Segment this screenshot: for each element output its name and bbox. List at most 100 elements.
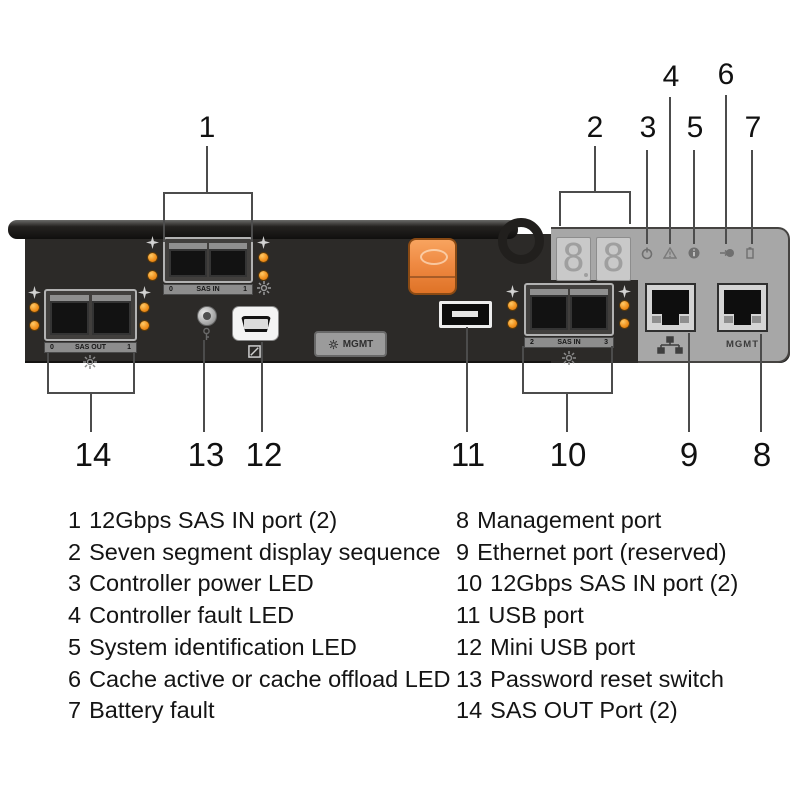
callout-14-line <box>90 392 92 432</box>
sas-led <box>620 301 629 310</box>
callout-2-bracket <box>629 191 631 224</box>
sas-led <box>620 319 629 328</box>
ethernet-port-opening <box>652 290 689 314</box>
sas-in-mid-label-strip: 2 SAS IN 3 <box>524 337 614 348</box>
management-port-opening <box>724 290 761 314</box>
callout-2-bracket <box>559 191 631 193</box>
callout-1-bracket <box>163 192 253 194</box>
legend-number: 12 <box>456 633 483 660</box>
reset-button-center <box>203 312 211 320</box>
legend-label: Controller fault LED <box>89 602 295 629</box>
identification-led-icon <box>688 247 700 259</box>
sas-beacon-icon <box>562 351 576 365</box>
gear-icon <box>328 339 338 349</box>
sas-port-number: 1 <box>127 344 131 351</box>
sas-port-group-label: SAS OUT <box>74 344 107 351</box>
legend-item: 8 Management port <box>456 505 738 537</box>
ethernet-port <box>645 283 696 332</box>
sas-port-group-label: SAS IN <box>557 339 581 346</box>
callout-number-9: 9 <box>679 436 699 473</box>
legend-number: 6 <box>68 665 82 692</box>
legend-label: SAS OUT Port (2) <box>490 697 678 724</box>
sas-in-mid-ports <box>524 283 614 336</box>
power-led-icon <box>641 247 653 260</box>
callout-number-4: 4 <box>662 60 680 93</box>
sas-out-port-0 <box>50 295 89 335</box>
callout-14-bracket <box>133 352 135 392</box>
sas-out-ports <box>44 289 137 341</box>
sparkle-icon <box>257 236 270 249</box>
mgmt-badge: MGMT <box>314 331 387 357</box>
legend-label: 12Gbps SAS IN port (2) <box>490 570 739 597</box>
sas-led <box>508 319 517 328</box>
digit-value: 8 <box>602 236 625 280</box>
sas-out-label-strip: 0 SAS OUT 1 <box>44 342 137 353</box>
sas-port-number: 3 <box>604 339 608 346</box>
sparkle-icon <box>28 286 41 299</box>
callout-2-bracket <box>559 191 561 226</box>
legend-number: 8 <box>456 507 470 533</box>
callout-3-line <box>646 150 648 244</box>
legend-item: 11 USB port <box>456 600 738 632</box>
release-latch <box>408 238 457 295</box>
legend-label: USB port <box>488 602 584 629</box>
management-port-led <box>752 316 761 323</box>
digit-value: 8 <box>562 236 585 280</box>
legend-label: Mini USB port <box>490 633 636 660</box>
callout-5-line <box>693 150 695 244</box>
callout-number-11: 11 <box>450 436 486 473</box>
callout-number-1: 1 <box>198 111 216 144</box>
sas-port-number: 0 <box>169 286 173 293</box>
legend-number: 13 <box>456 665 483 692</box>
callout-10-bracket <box>611 346 613 392</box>
callout-number-5: 5 <box>686 111 704 144</box>
management-port <box>717 283 768 332</box>
callout-10-line <box>566 392 568 432</box>
callout-13-line <box>203 340 205 432</box>
sas-led <box>30 303 39 312</box>
callout-number-14: 14 <box>74 436 112 473</box>
ethernet-port-led <box>652 316 661 323</box>
mini-usb-opening <box>241 316 271 332</box>
legend-item: 14 SAS OUT Port (2) <box>456 695 738 727</box>
decimal-point <box>584 273 588 277</box>
sas-port-number: 0 <box>50 344 54 351</box>
sas-led <box>259 253 268 262</box>
legend-number: 14 <box>456 697 483 724</box>
legend-item: 12 Mini USB port <box>456 632 738 664</box>
sparkle-icon <box>146 236 159 249</box>
callout-12-line <box>261 342 263 432</box>
sas-out-port-1 <box>92 295 131 335</box>
callout-10-bracket <box>522 346 524 392</box>
callout-1-bracket <box>163 192 165 242</box>
sas-beacon-icon <box>257 281 271 295</box>
sas-led <box>140 321 149 330</box>
legend-number: 7 <box>68 697 82 724</box>
legend-label: Seven segment display sequence <box>89 538 441 565</box>
sas-in-top-ports <box>163 237 253 283</box>
legend-label: Management port <box>477 507 662 533</box>
callout-1-bracket <box>251 192 253 242</box>
handle-ring <box>498 218 544 264</box>
sparkle-icon <box>506 285 519 298</box>
legend-number: 11 <box>456 602 481 629</box>
fault-led-icon <box>663 246 677 259</box>
seven-segment-digit-2: 8 <box>596 237 631 281</box>
legend-label: System identification LED <box>89 633 357 660</box>
network-icon <box>657 336 683 354</box>
legend-label: Ethernet port (reserved) <box>477 538 727 565</box>
ethernet-port-led <box>680 316 689 323</box>
sas-in-port-1 <box>209 243 247 277</box>
sas-led <box>140 303 149 312</box>
seven-segment-digit-1: 8 <box>556 237 591 281</box>
sas-in-port-2 <box>530 289 568 330</box>
legend-label: 12Gbps SAS IN port (2) <box>89 507 338 533</box>
